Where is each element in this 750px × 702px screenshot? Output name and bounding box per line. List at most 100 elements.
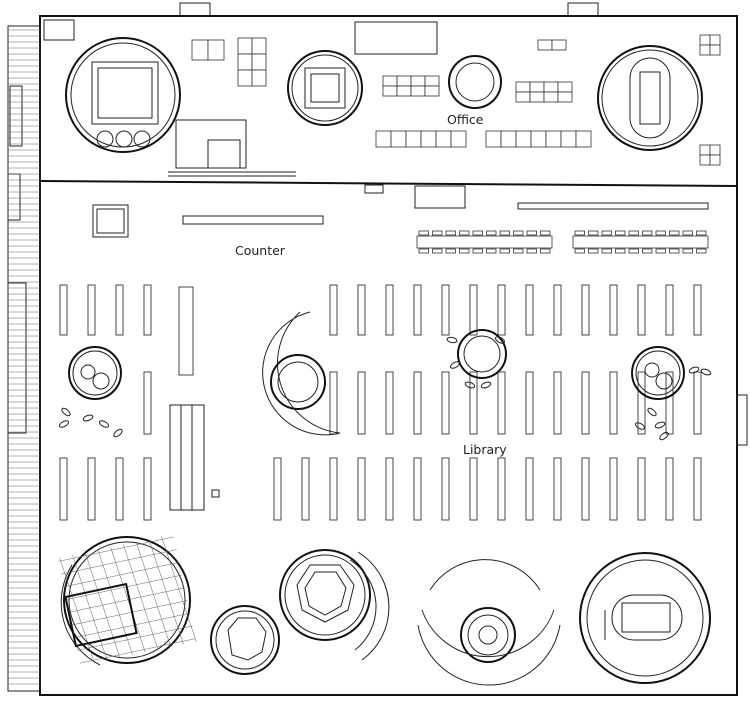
office-desk xyxy=(551,39,567,51)
bookshelf xyxy=(637,284,646,336)
bookshelf xyxy=(525,371,534,435)
chair xyxy=(432,248,443,254)
bookshelf xyxy=(609,371,618,435)
office-desk xyxy=(545,130,562,148)
bookshelf xyxy=(413,457,422,521)
bookshelf xyxy=(497,457,506,521)
bookshelf xyxy=(637,371,646,435)
leaf-mark xyxy=(688,366,700,374)
chair xyxy=(499,248,510,254)
office-desk xyxy=(699,34,711,46)
bookshelf xyxy=(143,457,152,521)
office-desk xyxy=(396,85,412,97)
bookshelf xyxy=(87,284,96,336)
office-desk xyxy=(237,69,253,87)
chair xyxy=(682,230,693,236)
office-desk xyxy=(405,130,422,148)
leaf-mark xyxy=(449,361,461,369)
counter-label: Counter xyxy=(235,243,286,258)
bookshelf xyxy=(637,457,646,521)
chair xyxy=(669,248,680,254)
office-desk xyxy=(530,130,547,148)
office-desk xyxy=(560,130,577,148)
chair xyxy=(574,248,585,254)
floor-grid-line xyxy=(58,536,174,562)
reading-table xyxy=(572,235,709,249)
bottom-round-rooms xyxy=(58,536,711,686)
floor-grid-line xyxy=(63,562,180,588)
bookshelf xyxy=(441,284,450,336)
office-label: Office xyxy=(447,112,484,127)
chair xyxy=(642,230,653,236)
office-desk xyxy=(709,154,721,166)
bookshelf xyxy=(553,457,562,521)
floor-grid-line xyxy=(161,536,197,642)
office-desk xyxy=(557,81,573,93)
office-desk xyxy=(500,130,517,148)
chair xyxy=(628,248,639,254)
escalator xyxy=(169,404,220,511)
bookshelf xyxy=(497,284,506,336)
floor-grid-line xyxy=(66,574,183,600)
bookshelf xyxy=(469,371,478,435)
floor-grid-line xyxy=(77,625,193,651)
bookshelf xyxy=(87,457,96,521)
bookshelf xyxy=(143,371,152,435)
reading-tables xyxy=(416,230,709,254)
bookshelf xyxy=(178,286,194,376)
office-desk xyxy=(251,37,267,55)
office-desk xyxy=(237,53,253,71)
leaf-mark xyxy=(480,381,492,389)
leaf-mark xyxy=(113,428,123,438)
chair xyxy=(696,248,707,254)
leaf-mark xyxy=(58,420,70,428)
library-label: Library xyxy=(463,442,507,457)
counter xyxy=(92,202,709,238)
chair xyxy=(540,248,551,254)
chair xyxy=(588,248,599,254)
chair xyxy=(459,248,470,254)
bookshelf xyxy=(413,284,422,336)
chair xyxy=(418,248,429,254)
chair xyxy=(615,248,626,254)
office-desk xyxy=(424,75,440,87)
chair xyxy=(601,230,612,236)
chair xyxy=(526,248,537,254)
floor-grid-line xyxy=(74,612,191,638)
office-desk xyxy=(424,85,440,97)
bookshelf xyxy=(581,284,590,336)
bookshelf xyxy=(581,457,590,521)
chair xyxy=(655,248,666,254)
chair xyxy=(615,230,626,236)
bookshelf xyxy=(609,457,618,521)
bookshelf xyxy=(553,284,562,336)
bookshelf xyxy=(329,371,338,435)
office-desk xyxy=(207,39,225,61)
office-desk xyxy=(251,53,267,71)
bookshelf xyxy=(581,371,590,435)
leaf-mark xyxy=(494,336,506,344)
office-desk xyxy=(575,130,592,148)
office-desk xyxy=(396,75,412,87)
chair xyxy=(472,230,483,236)
bookshelf xyxy=(525,284,534,336)
bookshelf xyxy=(329,284,338,336)
planter-marks xyxy=(58,336,712,441)
floor-grid-line xyxy=(61,549,177,575)
bookshelf xyxy=(357,371,366,435)
chair xyxy=(669,230,680,236)
bookshelf xyxy=(693,457,702,521)
bookshelf xyxy=(497,371,506,435)
office-desk xyxy=(450,130,467,148)
bookshelf xyxy=(115,457,124,521)
facade-strip xyxy=(7,25,41,692)
bookshelf xyxy=(665,371,674,435)
bookshelf xyxy=(441,457,450,521)
chair xyxy=(696,230,707,236)
office-desk xyxy=(390,130,407,148)
chair xyxy=(513,230,524,236)
chair xyxy=(499,230,510,236)
bookshelf xyxy=(59,284,68,336)
office-desk xyxy=(420,130,437,148)
